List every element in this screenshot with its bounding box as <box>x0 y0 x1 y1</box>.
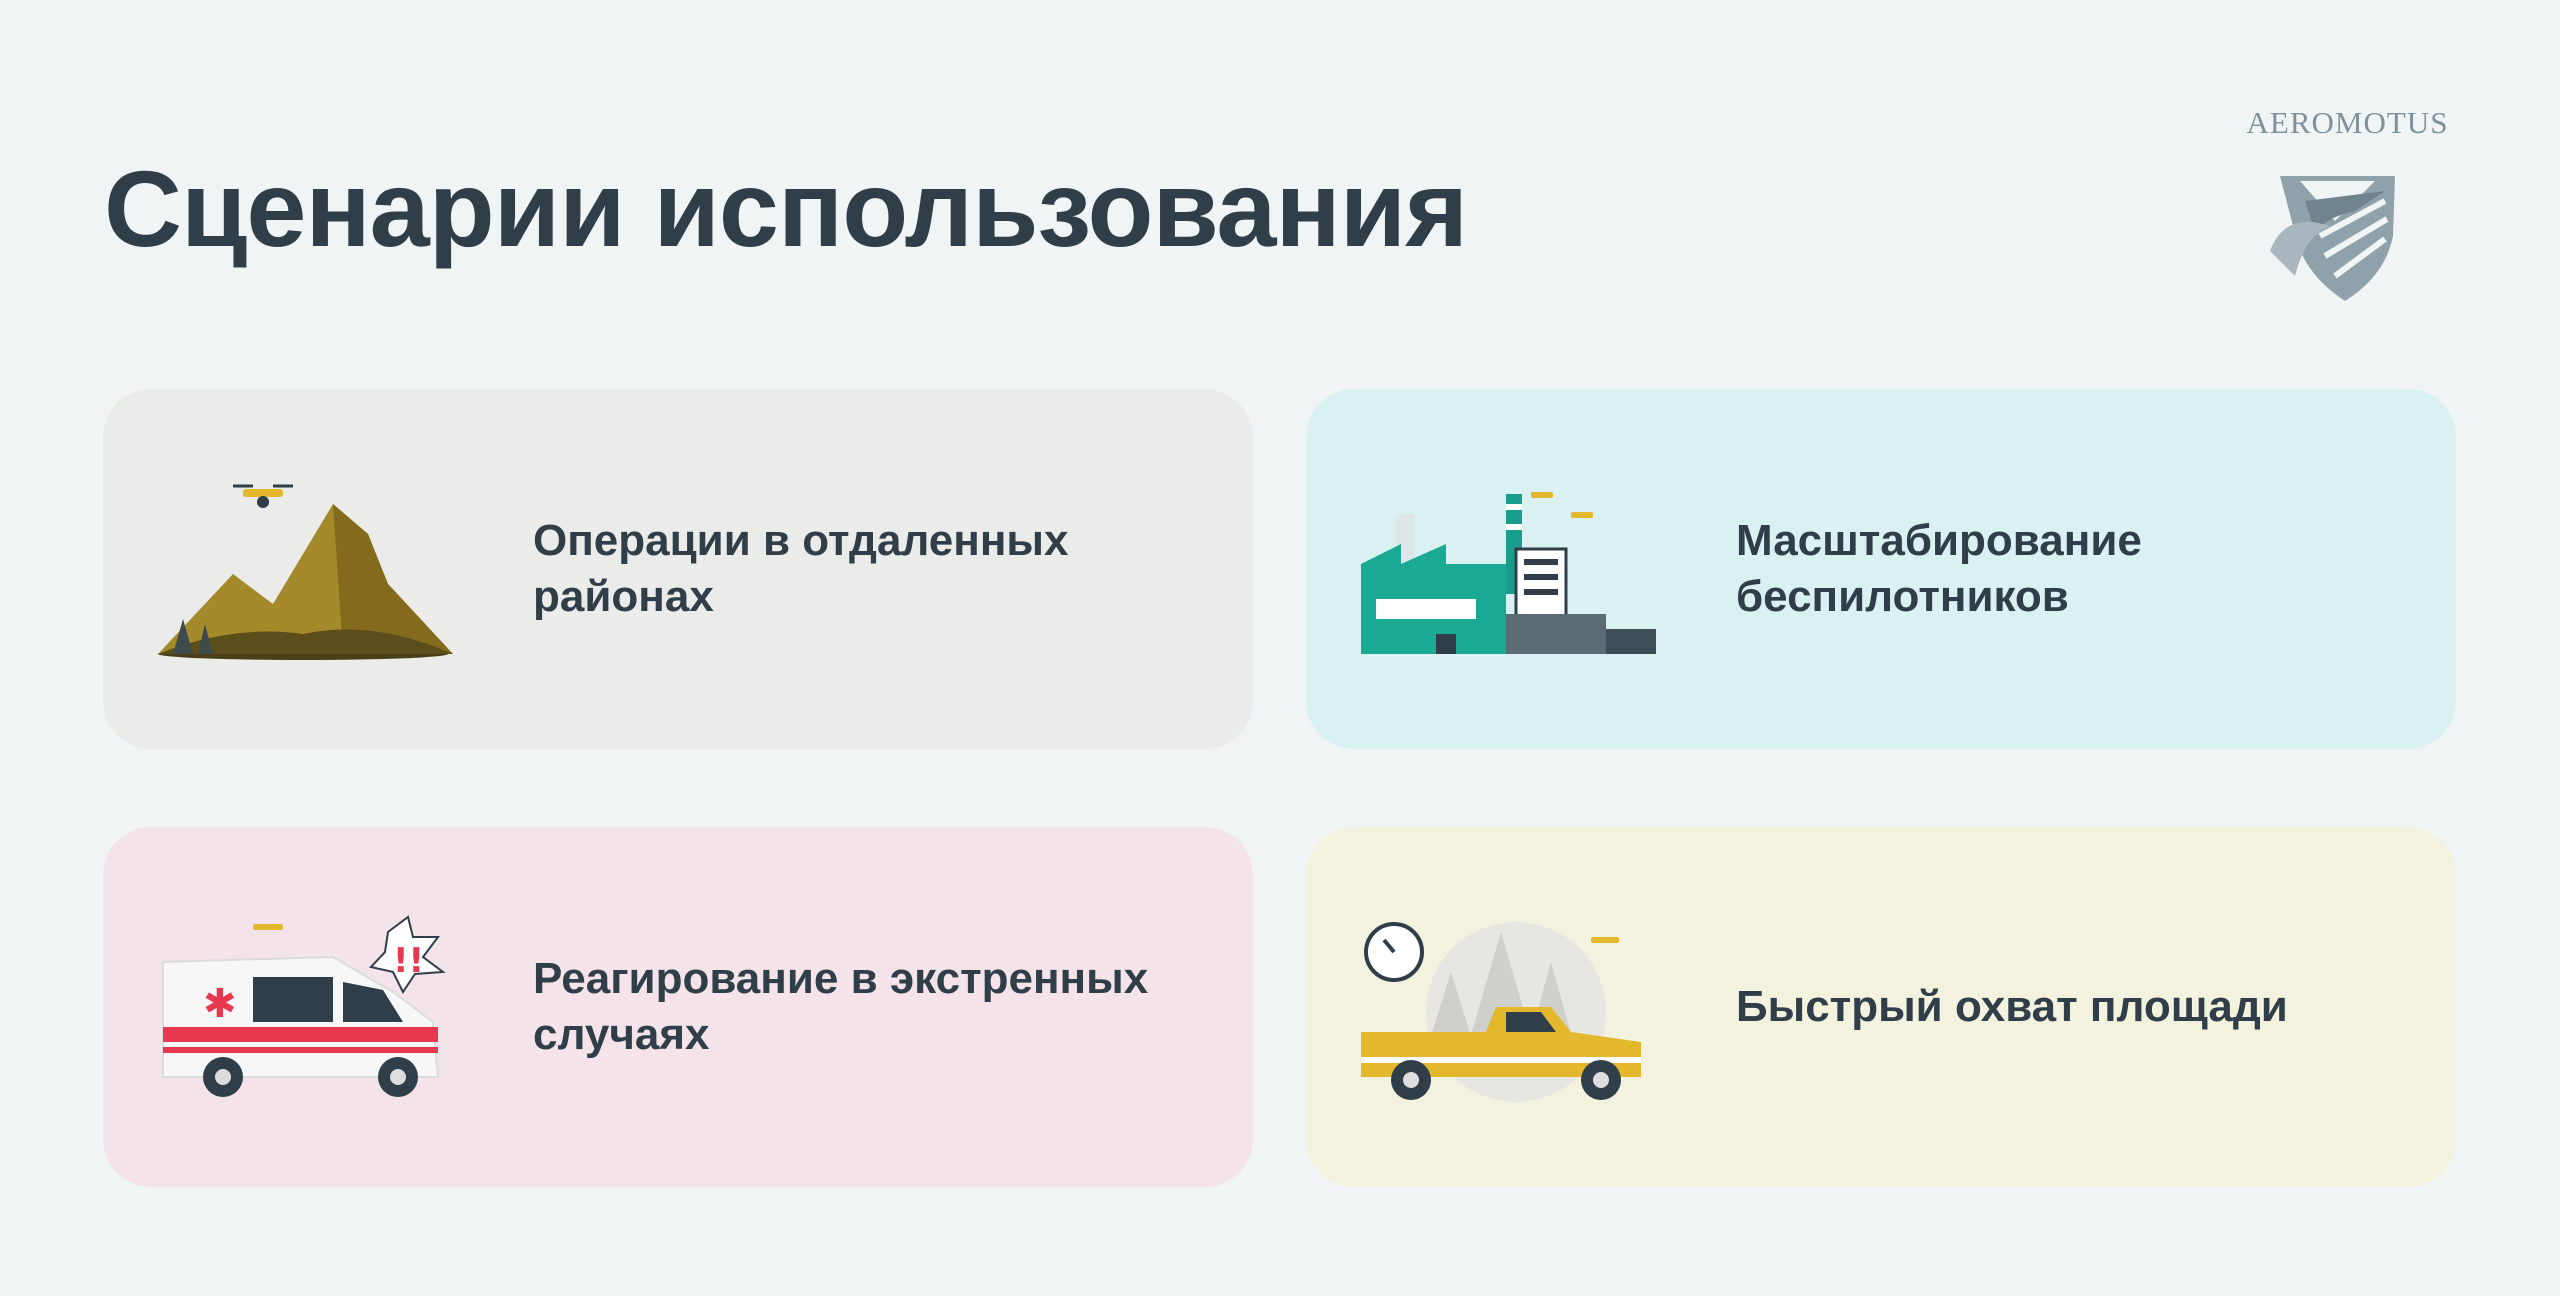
card-remote-operations[interactable]: Операции в отдаленных районах <box>103 389 1253 749</box>
card-label: Масштабирование беспилотников <box>1736 516 2142 621</box>
ambulance-drone-icon: ✱ !! <box>162 915 446 1097</box>
svg-text:✱: ✱ <box>203 981 237 1027</box>
drone-mountains-icon <box>158 484 453 660</box>
card-label: Реагирование в экстренных случаях <box>533 954 1149 1059</box>
card-label: Быстрый охват площади <box>1736 982 2288 1032</box>
card-fast-coverage[interactable]: Быстрый охват площади <box>1306 827 2456 1187</box>
pickup-truck-drone-icon <box>1361 922 1641 1102</box>
brand-logo-text: AEROMOTUS <box>2246 105 2449 140</box>
eagle-shield-icon <box>2270 176 2395 301</box>
card-emergency-response[interactable]: ✱ !! Реагирование в экстренных случаях <box>103 827 1253 1187</box>
page-title: Сценарии использования <box>104 148 1468 269</box>
card-label: Операции в отдаленных районах <box>533 516 1069 621</box>
drone-factory-icon <box>1361 492 1656 654</box>
brand-logo: AEROMOTUS <box>2235 105 2460 305</box>
card-drone-scaling[interactable]: Масштабирование беспилотников <box>1306 389 2456 749</box>
svg-text:!!: !! <box>393 941 424 981</box>
